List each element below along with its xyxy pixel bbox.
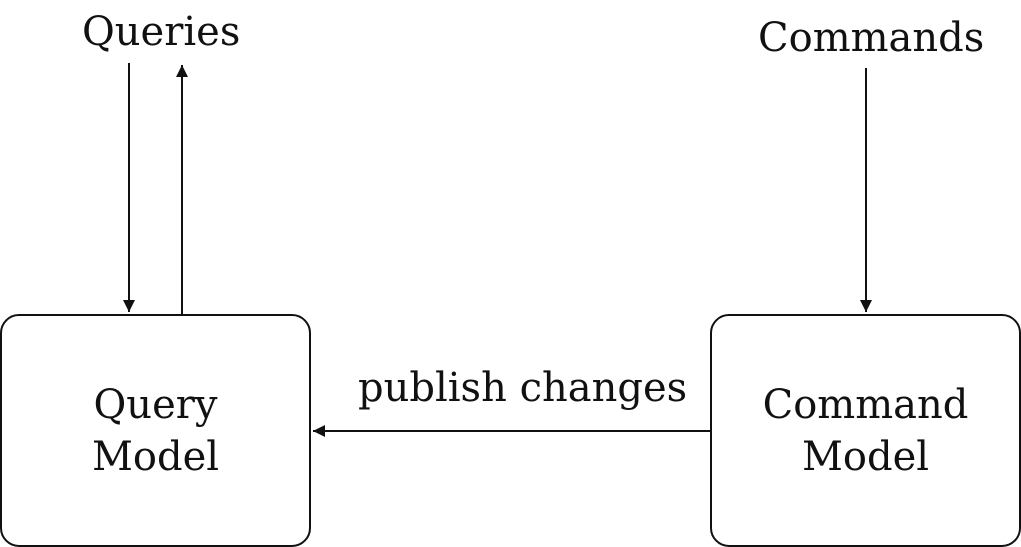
command-model-text: Command Model [711,315,1020,546]
query-model-line2: Model [91,433,220,480]
command-model-line2: Model [801,433,930,480]
command-model-line1: Command [762,381,969,428]
queries-label: Queries [82,9,241,55]
query-model-text: Query Model [1,315,310,546]
commands-label: Commands [758,15,985,61]
query-model-line1: Query [93,381,218,428]
publish-changes-label: publish changes [358,365,688,411]
query-model-box [0,314,311,547]
